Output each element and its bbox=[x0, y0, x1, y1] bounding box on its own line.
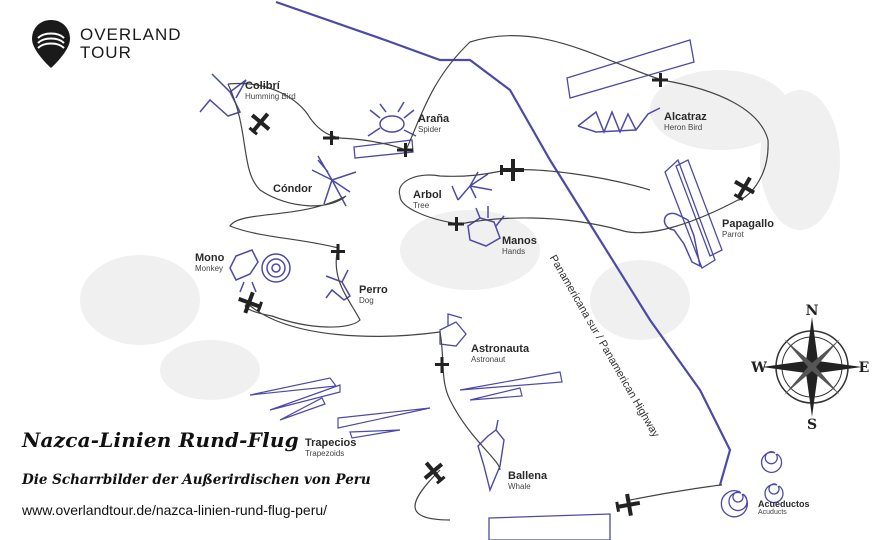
location-pin-icon bbox=[32, 20, 70, 68]
label-name: Ballena bbox=[508, 470, 548, 482]
label-sub: Whale bbox=[508, 481, 531, 491]
label-name: Papagallo bbox=[722, 218, 774, 230]
label-sub: Tree bbox=[413, 200, 430, 210]
label-arbol: Arbol Tree bbox=[413, 189, 442, 210]
figure-astronauta bbox=[439, 313, 467, 347]
label-mono: Mono Monkey bbox=[195, 252, 225, 273]
label-sub: Monkey bbox=[195, 263, 224, 273]
label-sub: Humming Bird bbox=[245, 91, 296, 101]
brand-name: OVERLAND TOUR bbox=[80, 26, 182, 62]
figure-ballena bbox=[477, 419, 505, 493]
airplane-icons bbox=[238, 73, 756, 517]
label-astronauta: Astronauta Astronaut bbox=[471, 343, 530, 364]
label-sub: Hands bbox=[502, 246, 526, 256]
label-name: Manos bbox=[502, 235, 537, 247]
label-sub: Heron Bird bbox=[664, 122, 703, 132]
brand-logo[interactable]: OVERLAND TOUR bbox=[30, 18, 182, 70]
label-name: Trapecios bbox=[305, 437, 357, 449]
figure-papagallo bbox=[663, 212, 702, 268]
label-name: Perro bbox=[359, 284, 388, 296]
label-sub: Parrot bbox=[722, 229, 744, 239]
brand-line2: TOUR bbox=[80, 43, 132, 62]
label-colibri: Colibrí Humming Bird bbox=[245, 80, 296, 101]
figure-mono bbox=[229, 249, 291, 293]
label-name: Araña bbox=[418, 113, 450, 125]
label-sub: Astronaut bbox=[471, 354, 506, 364]
label-condor: Cóndor bbox=[273, 183, 313, 196]
label-name: Colibrí bbox=[245, 80, 280, 92]
label-name: Arbol bbox=[413, 189, 442, 201]
compass-rose: N S E W bbox=[750, 303, 869, 433]
figure-colibri bbox=[199, 73, 247, 117]
brand-line1: OVERLAND bbox=[80, 25, 182, 45]
panamerican-highway bbox=[275, 0, 732, 486]
source-url-link[interactable]: www.overlandtour.de/nazca-linien-rund-fl… bbox=[22, 502, 328, 518]
label-sub: Acuducts bbox=[758, 509, 787, 517]
figure-manos bbox=[467, 206, 505, 247]
figure-arbol bbox=[451, 171, 493, 201]
figure-condor bbox=[311, 155, 357, 207]
trapecios-lines bbox=[249, 371, 563, 439]
label-acueductos: Acueductos Acuducts bbox=[758, 499, 810, 517]
label-alcatraz: Alcatraz Heron Bird bbox=[664, 111, 707, 132]
label-sub: Spider bbox=[418, 124, 442, 134]
label-name: Astronauta bbox=[471, 343, 530, 355]
compass-w: W bbox=[750, 360, 767, 376]
label-arana: Araña Spider bbox=[418, 113, 450, 134]
label-perro: Perro Dog bbox=[359, 284, 388, 305]
page-subtitle: Die Scharrbilder der Außerirdischen von … bbox=[22, 472, 371, 488]
label-name: Acueductos bbox=[758, 499, 810, 509]
flight-route bbox=[227, 34, 769, 521]
label-name: Alcatraz bbox=[664, 111, 707, 123]
label-name: Cóndor bbox=[273, 183, 313, 195]
label-sub: Dog bbox=[359, 295, 374, 305]
compass-s: S bbox=[807, 417, 817, 433]
compass-n: N bbox=[806, 303, 819, 319]
trapezoid-shapes bbox=[353, 39, 723, 540]
figure-arana bbox=[367, 101, 417, 137]
compass-e: E bbox=[859, 360, 870, 376]
label-ballena: Ballena Whale bbox=[508, 470, 548, 491]
background-terrain bbox=[80, 70, 840, 400]
label-name: Mono bbox=[195, 252, 225, 264]
label-papagallo: Papagallo Parrot bbox=[722, 218, 774, 239]
figure-acueductos bbox=[720, 451, 784, 518]
label-trapecios: Trapecios Trapezoids bbox=[305, 437, 357, 458]
label-sub: Trapezoids bbox=[305, 448, 345, 458]
figure-alcatraz bbox=[577, 107, 661, 135]
label-manos: Manos Hands bbox=[502, 235, 537, 256]
page-title: Nazca-Linien Rund-Flug bbox=[22, 428, 299, 452]
